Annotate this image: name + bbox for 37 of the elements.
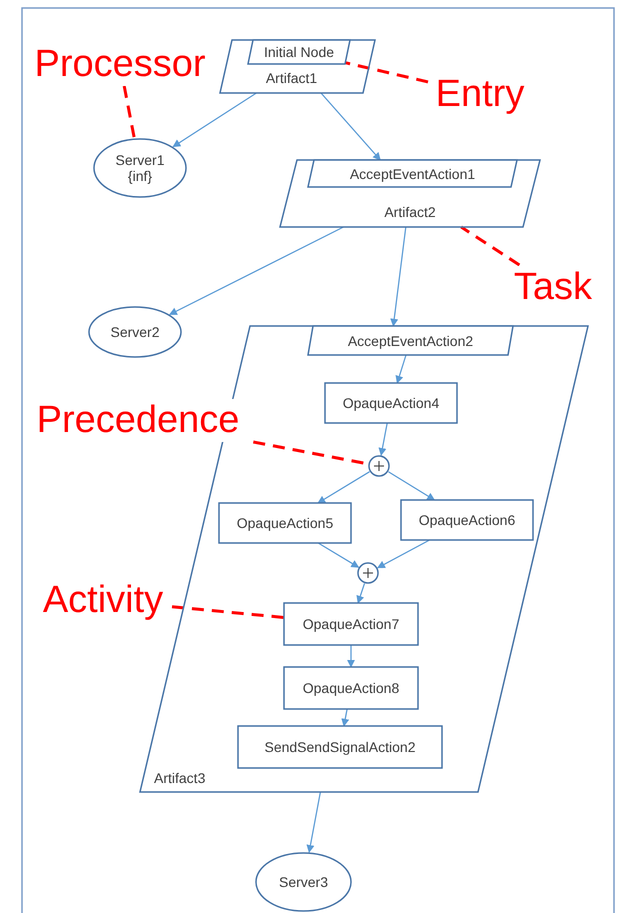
action-box: OpaqueAction5 (219, 503, 351, 543)
arrow (317, 471, 370, 504)
server-ellipse: Server2 (88, 306, 182, 358)
event-parallelogram: AcceptEventAction1 (308, 160, 517, 187)
server-ellipse: Server3 (255, 852, 352, 912)
arrow (347, 645, 355, 668)
arrow (388, 471, 436, 501)
server-ellipse: Server1 {inf} (93, 138, 187, 198)
event-parallelogram: AcceptEventAction2 (308, 326, 513, 355)
action-box: OpaqueAction7 (284, 603, 418, 645)
action-box: OpaqueAction8 (284, 667, 418, 709)
action-box: OpaqueAction6 (401, 500, 533, 540)
arrow (378, 422, 388, 456)
arrow (396, 354, 407, 384)
leader-line (460, 226, 520, 266)
arrow (320, 92, 381, 161)
leader-line (172, 605, 284, 619)
artifact-label: Artifact3 (154, 770, 206, 786)
arrow (172, 92, 257, 148)
arrow (356, 583, 366, 604)
arrow (390, 226, 406, 327)
artifact-parallelogram (220, 40, 375, 93)
artifact-label: Artifact2 (383, 204, 437, 220)
arrow (306, 792, 321, 853)
join-circle (357, 562, 379, 584)
leader-line (344, 61, 428, 84)
arrow (318, 542, 360, 568)
arrow (168, 226, 344, 316)
action-box: OpaqueAction4 (325, 383, 457, 423)
artifact-parallelogram (280, 160, 540, 227)
action-box: SendSendSignalAction2 (238, 726, 442, 768)
arrow (341, 708, 350, 727)
fork-circle (368, 455, 390, 477)
arrow (377, 539, 430, 568)
leader-line (122, 86, 136, 138)
entry-parallelogram: Initial Node (248, 40, 350, 64)
artifact-label: Artifact1 (264, 70, 318, 86)
